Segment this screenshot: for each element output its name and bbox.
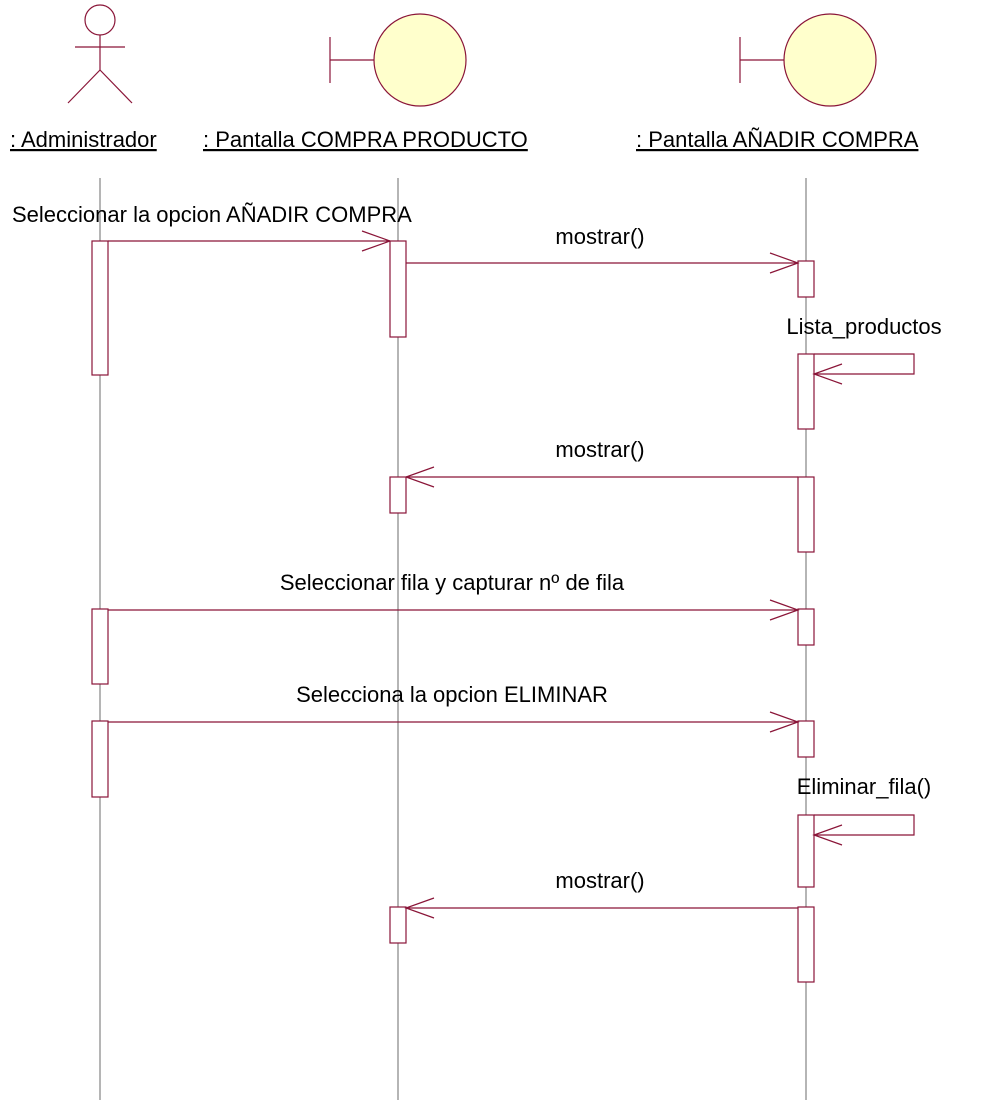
message-label: mostrar() xyxy=(555,224,644,249)
message-arrow xyxy=(108,230,392,252)
message-arrow xyxy=(406,252,800,274)
activation-bar xyxy=(389,906,407,944)
activation-bar xyxy=(797,260,815,298)
activation-bar xyxy=(91,720,109,798)
message-arrow xyxy=(404,897,798,919)
boundary-icon xyxy=(739,13,877,107)
message-arrow xyxy=(404,466,798,488)
message-label: Seleccionar fila y capturar nº de fila xyxy=(280,570,625,595)
activation-bar xyxy=(797,608,815,646)
message-label: mostrar() xyxy=(555,437,644,462)
self-message-arrow xyxy=(812,353,915,385)
activation-bar xyxy=(389,476,407,514)
participant-label-pantalla-compra-producto: : Pantalla COMPRA PRODUCTO xyxy=(203,127,528,152)
activation-bar xyxy=(797,720,815,758)
self-message-arrow xyxy=(812,814,915,846)
message-arrow xyxy=(108,711,800,733)
message-label: Lista_productos xyxy=(786,314,941,339)
activation-bar xyxy=(389,240,407,338)
message-label: Eliminar_fila() xyxy=(797,774,931,799)
activation-bar xyxy=(797,814,815,888)
actor-icon xyxy=(67,4,133,104)
participant-label-administrador: : Administrador xyxy=(10,127,157,152)
activation-bar xyxy=(91,608,109,685)
activation-bar xyxy=(797,353,815,430)
activation-bar xyxy=(797,906,815,983)
message-arrow xyxy=(108,599,800,621)
boundary-icon xyxy=(329,13,467,107)
activation-bar xyxy=(797,476,815,553)
message-label: mostrar() xyxy=(555,868,644,893)
message-label: Seleccionar la opcion AÑADIR COMPRA xyxy=(12,202,412,227)
activation-bar xyxy=(91,240,109,376)
message-label: Selecciona la opcion ELIMINAR xyxy=(296,682,608,707)
participant-label-pantalla-anadir-compra: : Pantalla AÑADIR COMPRA xyxy=(636,127,919,152)
